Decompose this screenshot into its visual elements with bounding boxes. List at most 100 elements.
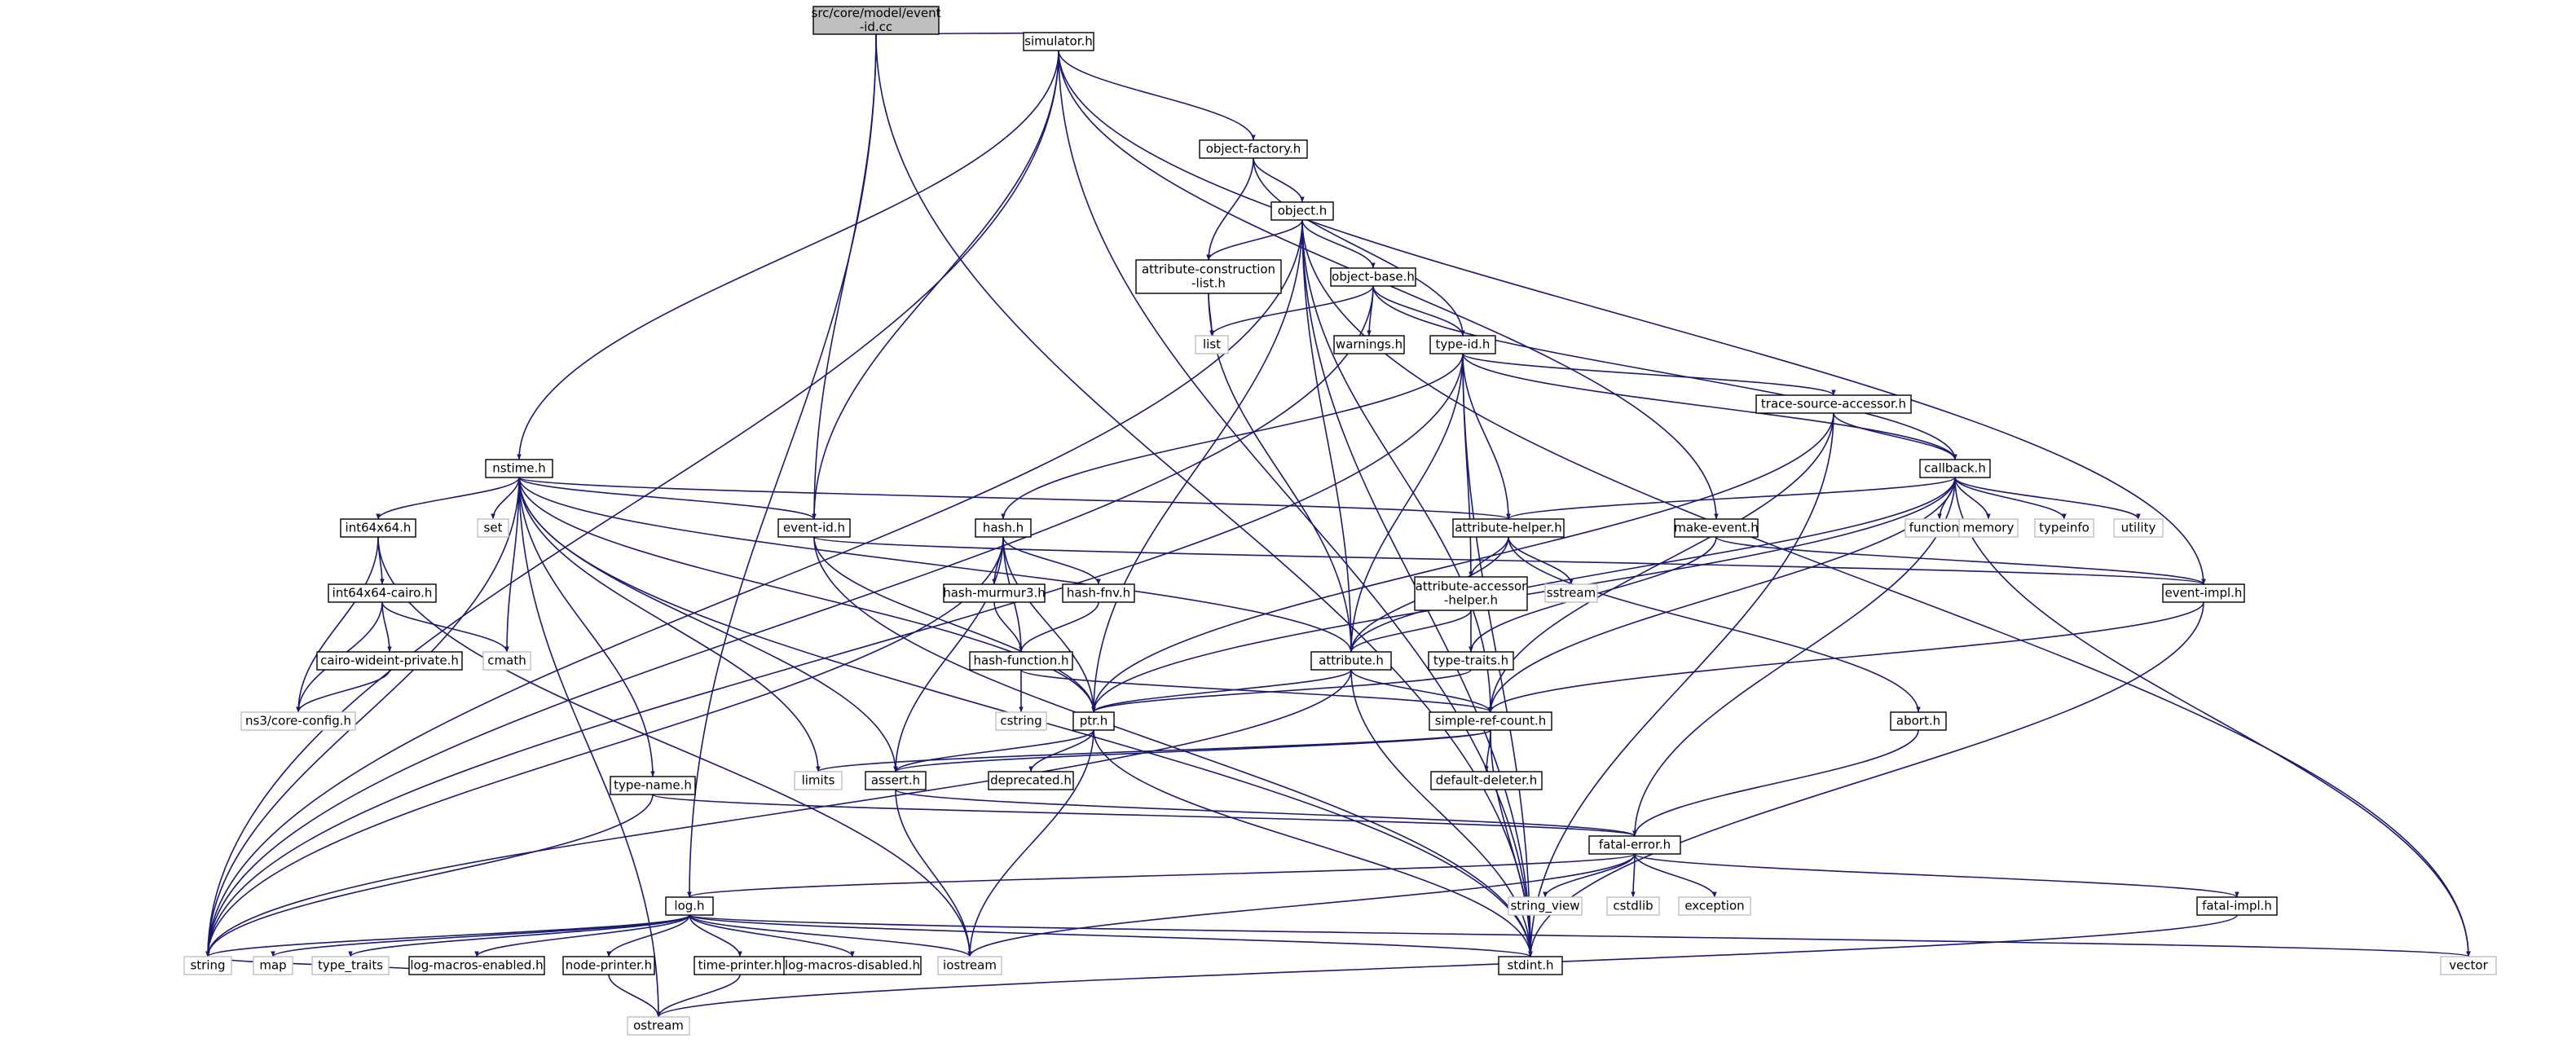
node-box-ptr[interactable] — [1072, 711, 1115, 731]
node-cairo-wideint-private[interactable]: cairo-wideint-private.h — [316, 651, 463, 671]
node-fatal-impl[interactable]: fatal-impl.h — [2196, 896, 2278, 916]
node-stdint[interactable]: stdint.h — [1498, 956, 1563, 975]
node-type-name[interactable]: type-name.h — [610, 776, 696, 795]
node-make-event[interactable]: make-event.h — [1674, 518, 1759, 538]
node-hash-function[interactable]: hash-function.h — [969, 651, 1073, 671]
node-object-base[interactable]: object-base.h — [1330, 267, 1416, 287]
node-box-int64x64[interactable] — [340, 518, 416, 538]
node-time-printer[interactable]: time-printer.h — [694, 956, 786, 975]
node-box-log-macros-enabled[interactable] — [408, 956, 545, 975]
node-deprecated[interactable]: deprecated.h — [988, 771, 1074, 790]
node-attribute-accessor-helper[interactable]: attribute-accessor-helper.h — [1414, 576, 1528, 611]
node-fatal-error[interactable]: fatal-error.h — [1588, 835, 1681, 855]
node-box-type-traits[interactable] — [1428, 651, 1514, 671]
node-box-default-deleter[interactable] — [1430, 771, 1543, 790]
node-attribute-helper[interactable]: attribute-helper.h — [1452, 518, 1565, 538]
node-attribute[interactable]: attribute.h — [1310, 651, 1392, 671]
node-label-string-view: string_view — [1510, 899, 1579, 914]
edge-nstime-to-ptr — [518, 477, 1096, 713]
node-log[interactable]: log.h — [665, 896, 714, 916]
node-box-log-macros-disabled[interactable] — [783, 956, 922, 975]
edge-log-to-log-macros-disabled — [689, 914, 855, 957]
node-box-abort[interactable] — [1890, 711, 1947, 731]
node-box-simulator[interactable] — [1023, 32, 1094, 51]
node-label-attribute-accessor-helper-line-1: -helper.h — [1444, 593, 1498, 608]
node-int64x64-cairo[interactable]: int64x64-cairo.h — [328, 583, 437, 603]
node-box-assert[interactable] — [865, 771, 927, 790]
node-box-log[interactable] — [665, 896, 714, 916]
node-box-event-id[interactable] — [777, 518, 851, 538]
node-box-attribute-accessor-helper[interactable] — [1414, 576, 1528, 611]
node-box-warnings[interactable] — [1333, 335, 1405, 354]
node-box-attribute-helper[interactable] — [1452, 518, 1565, 538]
node-box-hash[interactable] — [975, 518, 1032, 538]
node-hash-fnv[interactable]: hash-fnv.h — [1062, 583, 1135, 603]
node-log-macros-enabled[interactable]: log-macros-enabled.h — [408, 956, 545, 975]
node-int64x64[interactable]: int64x64.h — [340, 518, 416, 538]
node-object[interactable]: object.h — [1270, 201, 1334, 221]
node-event-id-cc[interactable]: src/core/model/event-id.cc — [812, 6, 941, 35]
node-label-int64x64: int64x64.h — [346, 521, 412, 535]
node-label-event-id: event-id.h — [783, 521, 845, 535]
node-log-macros-disabled[interactable]: log-macros-disabled.h — [783, 956, 922, 975]
node-box-cairo-wideint-private[interactable] — [316, 651, 463, 671]
node-box-object-factory[interactable] — [1199, 139, 1308, 159]
node-cmath: cmath — [482, 651, 531, 671]
node-default-deleter[interactable]: default-deleter.h — [1430, 771, 1543, 790]
node-nstime[interactable]: nstime.h — [485, 459, 553, 478]
node-box-attribute-construction-list[interactable] — [1135, 259, 1282, 294]
node-ptr[interactable]: ptr.h — [1072, 711, 1115, 731]
node-box-stdint[interactable] — [1498, 956, 1563, 975]
node-box-type-id[interactable] — [1429, 335, 1496, 354]
node-box-callback[interactable] — [1919, 459, 1991, 478]
node-box-cstdlib — [1606, 896, 1660, 916]
edge-trace-source-accessor-to-callback — [1833, 412, 1957, 460]
node-box-make-event[interactable] — [1674, 518, 1759, 538]
node-box-trace-source-accessor[interactable] — [1755, 394, 1912, 414]
node-box-attribute[interactable] — [1310, 651, 1392, 671]
edge-attribute-to-simple-ref-count — [1350, 669, 1493, 713]
edge-nstime-to-string — [205, 477, 520, 957]
node-trace-source-accessor[interactable]: trace-source-accessor.h — [1755, 394, 1912, 414]
node-hash-murmur3[interactable]: hash-murmur3.h — [943, 583, 1046, 603]
node-type-traits[interactable]: type-traits.h — [1428, 651, 1514, 671]
node-label-attribute: attribute.h — [1319, 654, 1384, 668]
node-box-fatal-impl[interactable] — [2196, 896, 2278, 916]
edge-event-id-cc-to-log — [687, 33, 877, 898]
node-box-fatal-error[interactable] — [1588, 835, 1681, 855]
node-box-hash-fnv[interactable] — [1062, 583, 1135, 603]
node-box-string-view — [1508, 896, 1583, 916]
node-label-ostream: ostream — [633, 1019, 684, 1033]
node-event-impl[interactable]: event-impl.h — [2162, 583, 2245, 603]
node-simple-ref-count[interactable]: simple-ref-count.h — [1429, 711, 1552, 731]
edge-simulator-to-event-impl — [1058, 50, 2206, 585]
edge-type-id-to-attribute — [1349, 353, 1464, 653]
node-box-hash-murmur3[interactable] — [943, 583, 1046, 603]
node-box-deprecated[interactable] — [988, 771, 1074, 790]
node-object-factory[interactable]: object-factory.h — [1199, 139, 1308, 159]
node-attribute-construction-list[interactable]: attribute-construction-list.h — [1135, 259, 1282, 294]
edge-hash-to-ptr — [1002, 536, 1096, 713]
node-box-nstime[interactable] — [485, 459, 553, 478]
node-box-object-base[interactable] — [1330, 267, 1416, 287]
node-box-node-printer[interactable] — [562, 956, 655, 975]
node-box-object[interactable] — [1270, 201, 1334, 221]
node-hash[interactable]: hash.h — [975, 518, 1032, 538]
node-box-event-id-cc[interactable] — [812, 6, 940, 35]
node-box-type-name[interactable] — [610, 776, 696, 795]
node-box-string — [183, 956, 232, 975]
node-type-id[interactable]: type-id.h — [1429, 335, 1496, 354]
node-box-simple-ref-count[interactable] — [1429, 711, 1552, 731]
node-box-hash-function[interactable] — [969, 651, 1073, 671]
node-event-id[interactable]: event-id.h — [777, 518, 851, 538]
node-node-printer[interactable]: node-printer.h — [562, 956, 655, 975]
node-assert[interactable]: assert.h — [865, 771, 927, 790]
node-box-event-impl[interactable] — [2162, 583, 2245, 603]
node-callback[interactable]: callback.h — [1919, 459, 1991, 478]
node-string: string — [183, 956, 232, 975]
node-simulator[interactable]: simulator.h — [1023, 32, 1094, 51]
node-abort[interactable]: abort.h — [1890, 711, 1947, 731]
node-warnings[interactable]: warnings.h — [1333, 335, 1405, 354]
node-box-int64x64-cairo[interactable] — [328, 583, 437, 603]
edge-log-to-type-traits-sys — [348, 914, 690, 957]
